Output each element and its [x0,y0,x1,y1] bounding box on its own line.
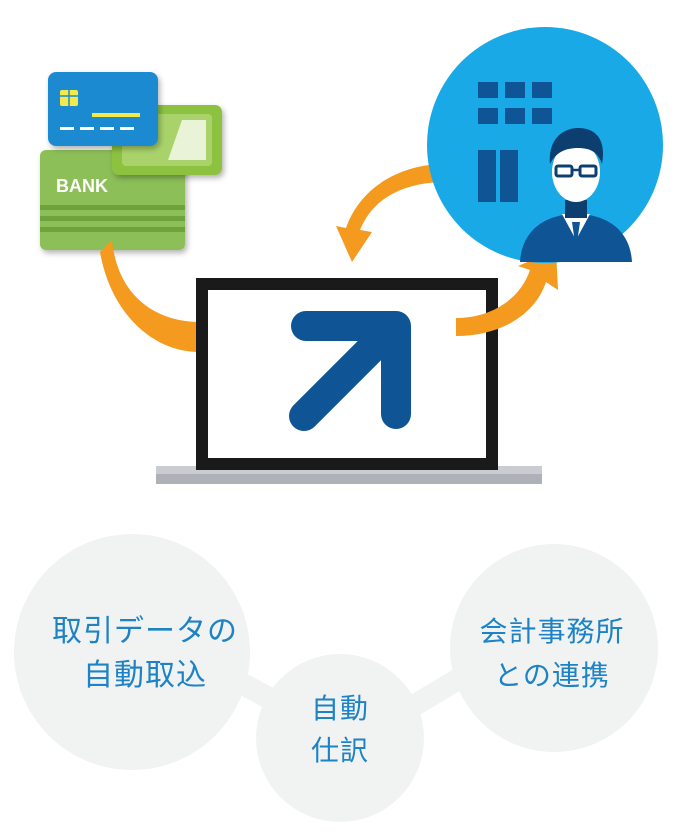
arrow-office-to-laptop-icon [336,164,440,262]
feature-line: 会計事務所 [479,615,625,648]
businessman-icon [520,128,632,262]
illustration: BANK [40,27,663,484]
office-building-icon [478,82,552,202]
bubble-accountant-link [450,544,658,752]
feature-line: 自動取込 [83,658,207,693]
bubble-auto-journal [256,654,424,822]
up-right-arrow-icon [289,311,411,431]
feature-auto-journal-label: 自動 仕訳 [285,688,395,772]
feature-accountant-link-label: 会計事務所 との連携 [452,610,652,698]
arrow-laptop-to-office-icon [456,250,558,336]
feature-bubbles [14,534,658,822]
feature-line: との連携 [494,659,610,692]
feature-line: 自動 [310,692,369,725]
credit-card-icon [48,72,158,146]
feature-line: 取引データの [52,614,238,649]
arrow-bank-to-laptop-icon [100,240,220,368]
bubble-auto-import [14,534,250,770]
feature-line: 仕訳 [310,734,369,767]
bank-label: BANK [56,176,108,196]
feature-auto-import-label: 取引データの 自動取込 [40,610,250,698]
